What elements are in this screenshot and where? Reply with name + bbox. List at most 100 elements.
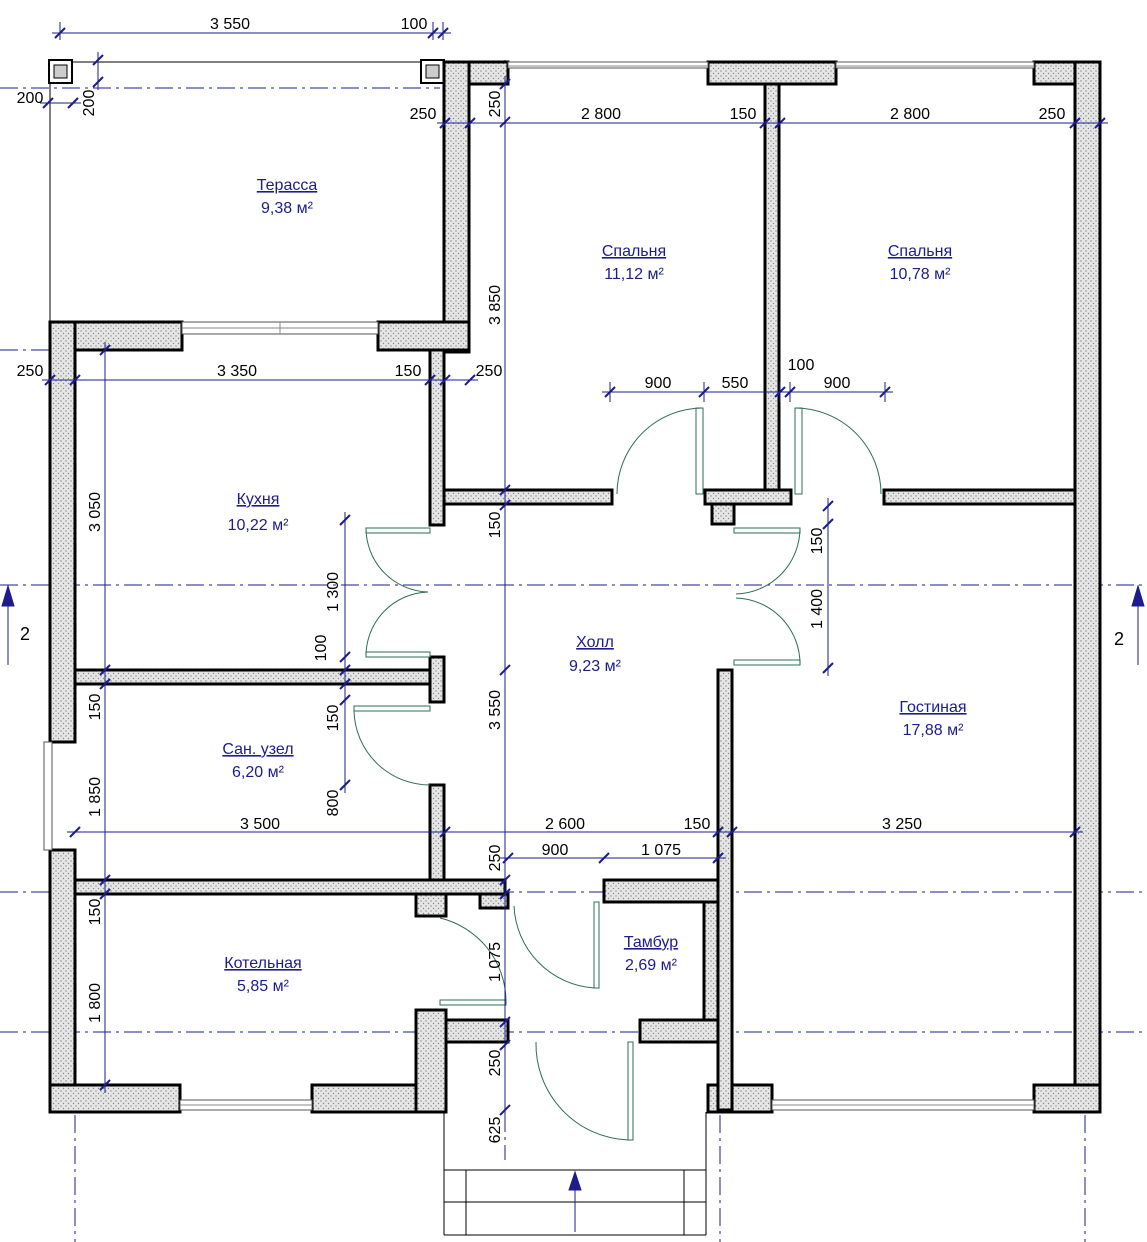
room-name: Холл	[576, 634, 614, 651]
dimension-segment	[822, 500, 834, 512]
dimension-segment	[712, 852, 724, 864]
room-labels: Терасса 9,38 м² Спальня 11,12 м² Спальня…	[222, 177, 966, 995]
dim-text: 150	[487, 512, 504, 539]
room-bedroom-2: Спальня 10,78 м²	[888, 243, 952, 283]
porch-steps	[443, 1112, 707, 1236]
room-living: Гостиная 17,88 м²	[899, 699, 966, 739]
dim-text: 1 300	[325, 572, 342, 612]
room-name: Спальня	[602, 243, 666, 260]
dimension-segment	[99, 678, 111, 690]
dimension-segment	[502, 852, 514, 864]
dimension-segment	[712, 826, 724, 838]
section-marker-right-label: 2	[1114, 629, 1124, 649]
room-area: 17,88 м²	[903, 722, 964, 739]
dim-text: 1 075	[641, 842, 681, 859]
room-name: Гостиная	[899, 699, 966, 716]
dim-text: 150	[684, 816, 711, 833]
dim-text: 250	[487, 845, 504, 872]
dimension-segment	[822, 518, 834, 530]
dim-text: 1 850	[87, 777, 104, 817]
room-area: 10,78 м²	[890, 266, 951, 283]
section-marker-left: 2	[1, 584, 30, 665]
room-bathroom: Сан. узел 6,20 м²	[222, 741, 293, 781]
room-bedroom-1: Спальня 11,12 м²	[602, 243, 666, 283]
dim-text: 150	[87, 694, 104, 721]
terrace-outline	[48, 59, 445, 322]
dimension-segment	[1094, 117, 1106, 129]
dimension-segment	[464, 117, 476, 129]
room-area: 9,23 м²	[569, 658, 622, 675]
dim-text: 3 250	[882, 816, 922, 833]
dimension-segment	[44, 374, 56, 386]
dimension-segment	[774, 117, 786, 129]
dimension-segment	[424, 374, 436, 386]
dim-text: 800	[325, 790, 342, 817]
dimension-segment	[726, 826, 738, 838]
dimension-segment	[499, 874, 511, 886]
dim-text: 250	[487, 1050, 504, 1077]
dimension-segment	[499, 1039, 511, 1051]
room-area: 2,69 м²	[625, 957, 678, 974]
room-boiler: Котельная 5,85 м²	[224, 955, 301, 995]
dim-text: 250	[487, 91, 504, 118]
dim-text: 1 800	[87, 983, 104, 1023]
dim-text: 2 800	[581, 106, 621, 123]
dimension-segment	[1069, 117, 1081, 129]
axis-lines	[0, 60, 1147, 1242]
dim-text: 250	[1039, 106, 1066, 123]
dim-text: 1 400	[809, 589, 826, 629]
dim-text: 100	[313, 635, 330, 662]
dim-text: 3 350	[217, 363, 257, 380]
dim-text: 900	[542, 842, 569, 859]
dimension-segment	[339, 779, 351, 791]
dim-text: 550	[722, 375, 749, 392]
dim-text: 3 550	[487, 690, 504, 730]
room-name: Кухня	[237, 491, 280, 508]
dimension-segment	[499, 1016, 511, 1028]
dim-text: 150	[87, 899, 104, 926]
dimension-segment	[99, 888, 111, 900]
dimension-segment	[99, 664, 111, 676]
room-vestibule: Тамбур 2,69 м²	[624, 934, 678, 974]
dimension-segment	[439, 117, 451, 129]
dimension-segment	[339, 694, 351, 706]
dim-text: 100	[401, 16, 428, 33]
dim-text: 625	[487, 1117, 504, 1144]
dimension-segment	[69, 374, 81, 386]
dimension-segment	[339, 678, 351, 690]
dimension-segment	[67, 97, 79, 109]
dim-text: 1 075	[487, 942, 504, 982]
dimension-segment	[439, 826, 451, 838]
dimension-lines	[40, 22, 1108, 1118]
dim-text: 900	[645, 375, 672, 392]
dim-text: 150	[730, 106, 757, 123]
dimension-segment	[69, 826, 81, 838]
dim-text: 3 500	[240, 816, 280, 833]
outer-walls	[48, 60, 1102, 1114]
dim-text: 200	[81, 90, 98, 117]
dimension-segment	[499, 78, 511, 90]
dimension-segment	[499, 116, 511, 128]
dimension-segment	[339, 514, 351, 526]
dimension-segment	[464, 374, 476, 386]
dim-text: 900	[824, 375, 851, 392]
dim-text: 150	[809, 528, 826, 555]
room-name: Котельная	[224, 955, 301, 972]
dimension-texts: 3 550 100 200 200 250 2 800 150 2 800 25…	[17, 16, 1066, 1143]
dim-text: 3 850	[487, 285, 504, 325]
dimension-segment	[822, 662, 834, 674]
dimension-segment	[99, 1079, 111, 1091]
dimension-segment	[339, 651, 351, 663]
dimension-segment	[499, 888, 511, 900]
dim-text: 250	[17, 363, 44, 380]
room-name: Сан. узел	[222, 741, 293, 758]
room-terrace: Терасса 9,38 м²	[257, 177, 318, 217]
dimension-segment	[598, 852, 610, 864]
dimension-segment	[99, 344, 111, 356]
dimension-segment	[92, 54, 104, 66]
room-area: 10,22 м²	[228, 517, 289, 534]
dim-text: 3 550	[210, 16, 250, 33]
room-area: 6,20 м²	[232, 764, 285, 781]
dimension-segment	[1069, 826, 1081, 838]
